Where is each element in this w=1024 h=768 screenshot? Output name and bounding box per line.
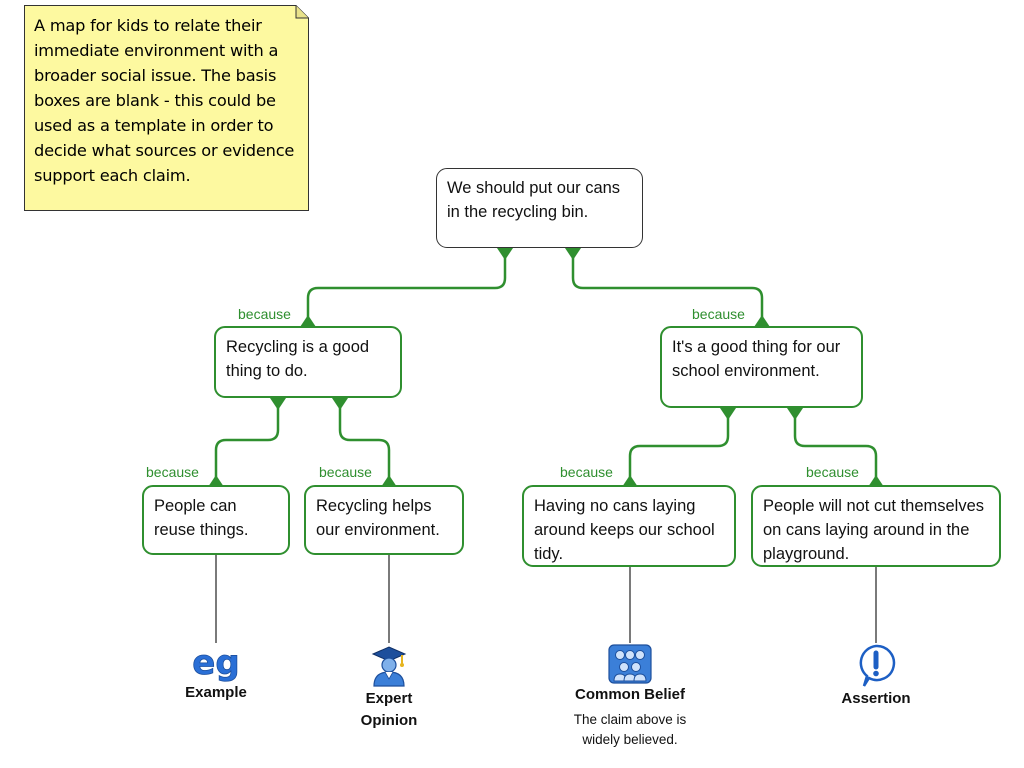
reason-text: Recycling helps our environment. xyxy=(316,497,440,539)
sticky-note: A map for kids to relate their immediate… xyxy=(24,5,309,211)
main-claim-text: We should put our cans in the recycling … xyxy=(447,179,621,221)
reason-text: It's a good thing for our school environ… xyxy=(672,338,841,380)
because-label-right: because xyxy=(692,306,745,322)
link-left-reuse xyxy=(214,396,280,487)
link-right-tidy xyxy=(628,406,730,487)
basis-label-example: Example xyxy=(185,684,247,701)
reason-text: Recycling is a good thing to do. xyxy=(226,338,370,380)
basis-description-common-belief: The claim above is widely believed. xyxy=(573,712,687,747)
reason-box-school-environment[interactable]: It's a good thing for our school environ… xyxy=(660,326,863,408)
basis-expert-opinion[interactable]: Expert Opinion xyxy=(339,644,439,732)
because-label-tidy: because xyxy=(560,464,613,480)
because-label-left: because xyxy=(238,306,291,322)
because-label-cut: because xyxy=(806,464,859,480)
reason-text: People can reuse things. xyxy=(154,497,249,539)
eg-icon: eg xyxy=(192,644,240,682)
basis-common-belief[interactable]: Common Belief The claim above is widely … xyxy=(555,644,705,750)
link-claim-left xyxy=(306,246,507,327)
reason-box-reuse[interactable]: People can reuse things. xyxy=(142,485,290,555)
sticky-note-background xyxy=(24,5,309,211)
reason-box-tidy[interactable]: Having no cans laying around keeps our s… xyxy=(522,485,736,567)
expert-graduate-icon xyxy=(371,646,407,687)
sticky-note-text: A map for kids to relate their immediate… xyxy=(34,16,295,185)
link-claim-right xyxy=(571,246,764,327)
crowd-icon xyxy=(608,644,652,684)
exclamation-bubble-icon xyxy=(859,644,896,687)
basis-assertion[interactable]: Assertion xyxy=(826,644,926,710)
link-right-cut xyxy=(793,406,878,487)
because-label-helps: because xyxy=(319,464,372,480)
main-claim-box[interactable]: We should put our cans in the recycling … xyxy=(436,168,643,248)
because-label-reuse: because xyxy=(146,464,199,480)
basis-label-expert-opinion: Expert Opinion xyxy=(360,690,418,729)
basis-label-common-belief: Common Belief xyxy=(574,686,685,703)
svg-text:eg: eg xyxy=(192,644,239,682)
reason-box-helps-environment[interactable]: Recycling helps our environment. xyxy=(304,485,464,555)
link-left-helps xyxy=(338,396,391,487)
reason-text: People will not cut themselves on cans l… xyxy=(763,497,985,563)
reason-text: Having no cans laying around keeps our s… xyxy=(534,497,715,563)
reason-box-cut[interactable]: People will not cut themselves on cans l… xyxy=(751,485,1001,567)
basis-label-assertion: Assertion xyxy=(841,690,911,707)
basis-example[interactable]: eg Example xyxy=(166,644,266,704)
reason-box-good-thing[interactable]: Recycling is a good thing to do. xyxy=(214,326,402,398)
